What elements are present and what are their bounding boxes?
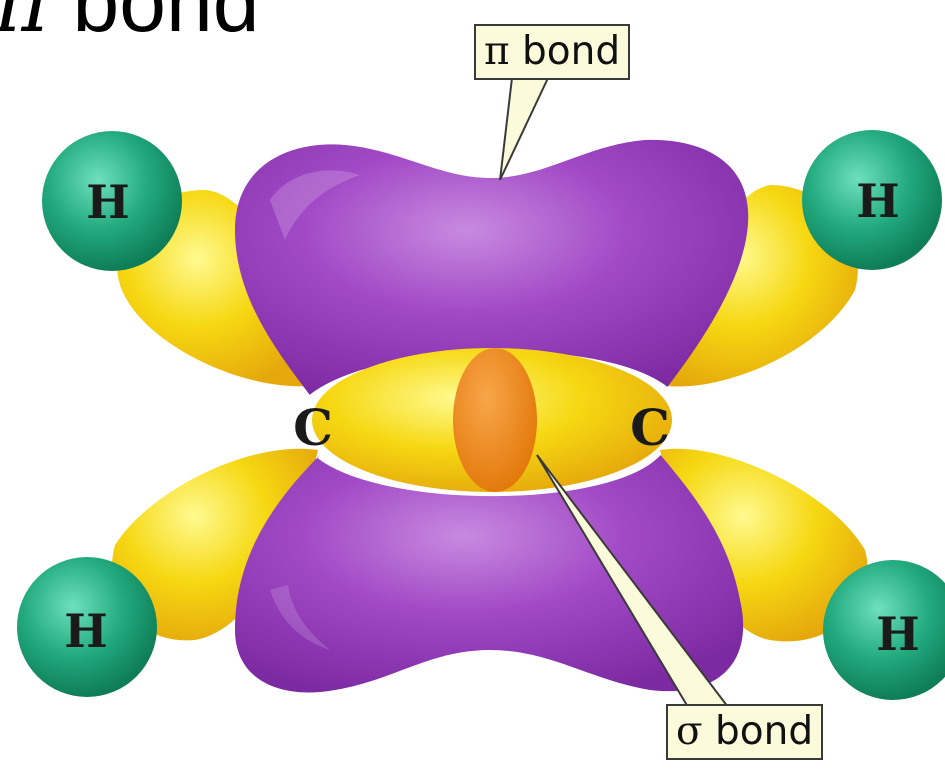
hydrogen-label: H [64,604,107,658]
callout-label: bond [510,29,621,74]
sigma-overlap-region [453,348,537,492]
pi-symbol: π [484,29,510,74]
hydrogen-label: H [876,607,919,661]
hydrogen-label: H [86,175,129,229]
callout-label: bond [703,709,814,754]
page-title: π bond [0,0,259,44]
carbon-label: C [293,398,333,457]
sigma-bond-callout: σ bond [666,704,823,760]
carbon-label: C [630,398,670,457]
sigma-symbol: σ [676,709,703,754]
hydrogen-label: H [856,174,899,228]
pi-callout-pointer [500,78,548,180]
pi-bond-callout: π bond [474,24,630,80]
